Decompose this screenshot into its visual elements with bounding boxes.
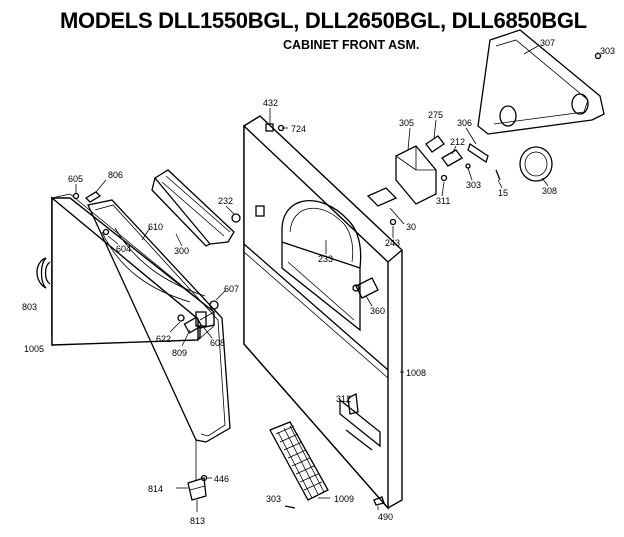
part-labels: 432 724 305 275 306 307 303 605 806 232 … <box>22 38 615 526</box>
part-label-813: 813 <box>190 516 205 526</box>
part-label-308: 308 <box>542 186 557 196</box>
cabinet-front-panel <box>243 115 403 510</box>
part-15 <box>495 169 501 181</box>
part-label-243: 243 <box>385 238 400 248</box>
diagram-title: MODELS DLL1550BGL, DLL2650BGL, DLL6850BG… <box>60 8 587 33</box>
part-label-303a: 303 <box>600 46 615 56</box>
part-label-490: 490 <box>378 512 393 522</box>
part-label-306a: 306 <box>457 118 472 128</box>
part-label-607: 607 <box>224 284 239 294</box>
screw-243 <box>389 218 397 226</box>
part-label-432: 432 <box>263 98 278 108</box>
air-duct-307 <box>477 29 605 135</box>
top-hinge-parts <box>72 191 110 236</box>
part-label-360: 360 <box>370 306 385 316</box>
part-label-15: 15 <box>498 188 508 198</box>
part-label-303b: 303 <box>466 180 481 190</box>
part-label-809: 809 <box>172 348 187 358</box>
part-label-300: 300 <box>174 246 189 256</box>
door-latch-parts <box>177 300 219 334</box>
leader-lines <box>75 45 599 510</box>
bottom-hinge <box>176 474 208 512</box>
part-label-608: 608 <box>210 338 225 348</box>
disc-275 <box>425 135 445 153</box>
bracket-312 <box>347 393 359 415</box>
switch-212 <box>441 149 463 167</box>
part-label-610: 610 <box>148 222 163 232</box>
part-label-30: 30 <box>406 222 416 232</box>
part-label-305a: 305 <box>399 118 414 128</box>
part-label-806: 806 <box>108 170 123 180</box>
part-label-307: 307 <box>540 38 555 48</box>
screw-311 <box>440 174 448 182</box>
part-label-604: 604 <box>116 244 131 254</box>
switch-box-305 <box>395 145 437 205</box>
part-label-233: 233 <box>318 254 333 264</box>
screw-303 <box>284 505 296 509</box>
part-label-1005: 1005 <box>24 344 44 354</box>
diagram-subtitle: CABINET FRONT ASM. <box>283 38 420 52</box>
part-label-622: 622 <box>156 334 171 344</box>
part-label-814: 814 <box>148 484 163 494</box>
door-handle <box>36 257 51 289</box>
clip-30 <box>366 187 398 207</box>
door-panel <box>51 193 215 346</box>
part-label-1009: 1009 <box>334 494 354 504</box>
part-label-275: 275 <box>428 110 443 120</box>
part-label-312: 312 <box>336 394 351 404</box>
part-label-446: 446 <box>214 474 229 484</box>
bracket-306 <box>467 142 489 164</box>
part-label-605: 605 <box>68 174 83 184</box>
part-label-212: 212 <box>450 137 465 147</box>
part-label-303c: 303 <box>266 494 281 504</box>
lint-duct <box>151 169 241 247</box>
part-label-232: 232 <box>218 196 233 206</box>
lamp-socket <box>352 277 379 299</box>
foot-490 <box>373 496 385 506</box>
part-label-724: 724 <box>291 124 306 134</box>
part-label-1008: 1008 <box>406 368 426 378</box>
part-label-311: 311 <box>436 196 450 206</box>
duct-seal-308 <box>519 146 553 182</box>
toe-kick-grille <box>269 421 329 501</box>
door-liner <box>87 199 231 480</box>
part-label-803: 803 <box>22 302 37 312</box>
screw-303b <box>465 163 471 169</box>
